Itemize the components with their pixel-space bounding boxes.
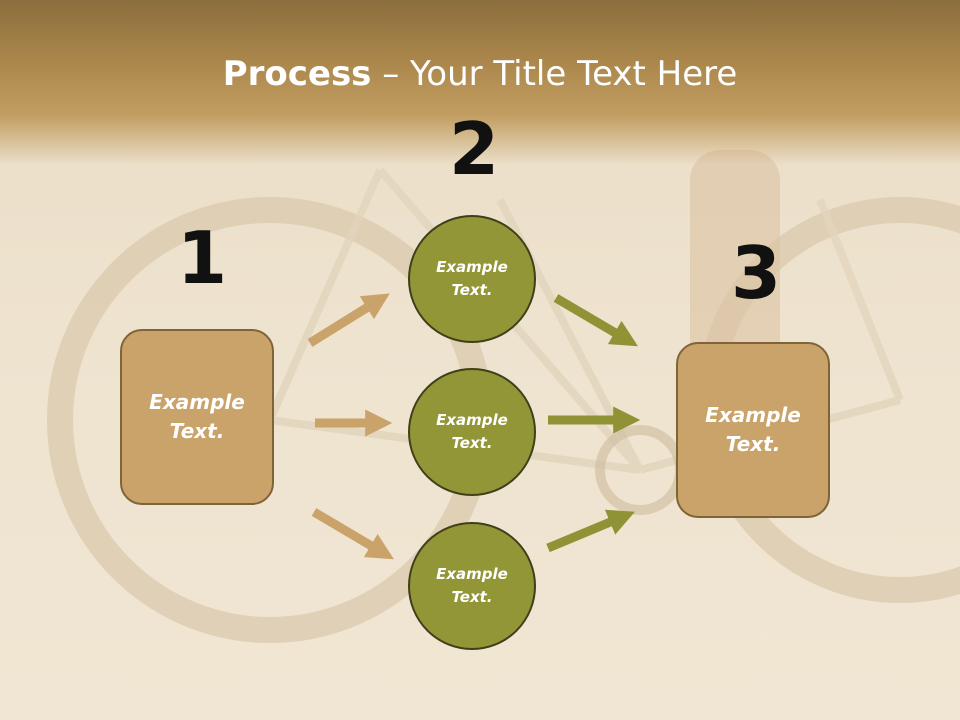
- step-number-1: 1: [177, 216, 228, 300]
- header-band: [0, 0, 960, 165]
- step-number-3: 3: [731, 231, 782, 315]
- arrow-right-up: [553, 294, 638, 347]
- slide-title: Process – Your Title Text Here: [0, 52, 960, 96]
- arrow-right-down: [546, 509, 635, 553]
- title-bold: Process: [222, 54, 372, 94]
- title-rest: – Your Title Text Here: [371, 54, 738, 94]
- step-number-2: 2: [449, 107, 500, 191]
- arrow-left-down: [311, 508, 394, 560]
- arrow-left-up: [307, 293, 390, 347]
